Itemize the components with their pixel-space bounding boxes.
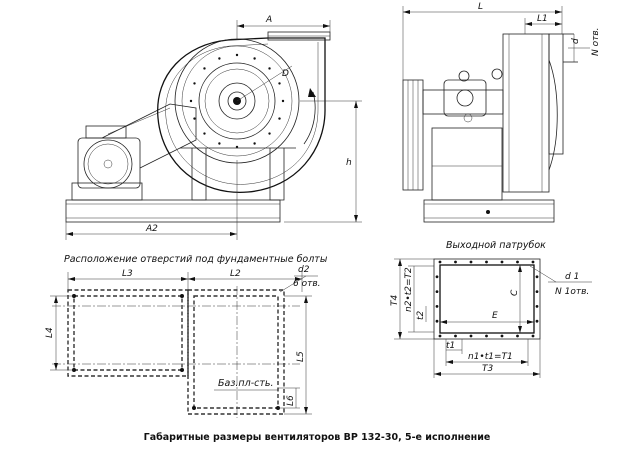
- flange-hole: [500, 334, 504, 338]
- flange-hole: [435, 275, 439, 279]
- side-view: L L1 d N отв.: [402, 2, 601, 223]
- flange-hole: [454, 334, 457, 338]
- dim-T3: T3: [482, 364, 493, 374]
- outlet-opening: [439, 264, 535, 334]
- foundation-title: Расположение отверстий под фундаментные …: [64, 254, 328, 265]
- motor-end-circle: [83, 139, 133, 189]
- flange-hole: [516, 334, 519, 338]
- inlet-ring: [198, 62, 276, 140]
- foundation-view: Расположение отверстий под фундаментные …: [45, 254, 328, 418]
- dim-L: L: [478, 2, 483, 12]
- casing-bolt: [218, 142, 221, 145]
- outlet-view: Выходной патрубок E C T4 n2•t2=T2 t2 d 1…: [390, 240, 592, 378]
- dim-6-otv: 6 отв.: [293, 279, 321, 289]
- dim-D: D: [282, 69, 289, 79]
- front-view: D A h A2: [65, 15, 362, 240]
- casing-bolt: [268, 132, 271, 135]
- dim-d: d: [571, 38, 581, 44]
- flange-hole: [435, 290, 439, 293]
- dim-N1-otv: N 1отв.: [555, 287, 589, 297]
- dim-h: h: [346, 158, 352, 168]
- casing-bolt: [253, 57, 256, 60]
- casing-bolt: [281, 99, 285, 103]
- dim-L5: L5: [296, 351, 306, 362]
- casing-bolt: [189, 99, 193, 103]
- casing-bolt: [253, 142, 256, 145]
- casing-bolt: [193, 82, 196, 85]
- flange-hole: [535, 275, 539, 279]
- casing-bolts: [189, 53, 285, 149]
- flange-hole: [516, 260, 519, 264]
- dim-N-otv: N отв.: [591, 27, 601, 56]
- casing-bolt: [278, 82, 281, 85]
- dim-t2: t2: [416, 310, 426, 320]
- casing-bolt: [278, 117, 281, 120]
- motor-body: [77, 137, 141, 189]
- flange-hole: [435, 319, 439, 323]
- flange-hole: [469, 334, 473, 338]
- fan-support-right: [269, 148, 285, 201]
- flange-hole: [485, 334, 488, 338]
- flange-hole: [531, 334, 535, 338]
- dim-t1: t1: [446, 341, 455, 351]
- casing-bolt: [235, 53, 239, 57]
- dim-n2t2T2: n2•t2=T2: [404, 267, 414, 312]
- dim-d2: d2: [298, 265, 310, 275]
- dim-L2: L2: [230, 269, 241, 279]
- belt-guard: [101, 103, 197, 169]
- casing-bolt: [203, 67, 206, 70]
- flange-hole: [435, 305, 439, 308]
- base-plane-label: Баз.пл-сть.: [218, 378, 274, 389]
- dim-L3: L3: [122, 269, 133, 279]
- bearing-housing: [422, 89, 504, 115]
- flange-hole: [438, 334, 442, 338]
- dim-L6: L6: [286, 395, 296, 406]
- front-base-frame: [65, 199, 281, 223]
- fan-support-left: [191, 148, 207, 201]
- dim-T4: T4: [390, 295, 400, 306]
- flange-hole: [535, 305, 539, 308]
- dim-A2: A2: [145, 224, 158, 234]
- fan-frame-outline: [187, 289, 285, 415]
- casing-bolt: [218, 57, 221, 60]
- dim-C: C: [510, 289, 520, 296]
- flange-hole: [531, 260, 535, 264]
- flange-hole: [438, 260, 442, 264]
- flange-hole: [485, 260, 488, 264]
- motor-frame-outline: [67, 289, 189, 377]
- casing-bolt: [193, 117, 196, 120]
- flange-hole: [535, 319, 539, 323]
- fan-scroll-casing: [157, 37, 326, 193]
- outlet-flange-outer: [433, 258, 541, 340]
- side-motor-block: [431, 127, 503, 201]
- dim-L4: L4: [45, 327, 55, 338]
- outlet-title: Выходной патрубок: [446, 240, 546, 251]
- dim-n1t1T1: n1•t1=T1: [468, 352, 513, 362]
- flange-hole: [469, 260, 473, 264]
- outlet-bolt-holes: [435, 260, 539, 338]
- dim-L1: L1: [537, 14, 548, 24]
- flange-hole: [454, 260, 457, 264]
- side-outlet: [548, 33, 564, 155]
- casing-bolt: [268, 67, 271, 70]
- dim-d1: d 1: [565, 272, 579, 282]
- dim-A: A: [265, 15, 272, 25]
- figure-caption: Габаритные размеры вентиляторов ВР 132-3…: [144, 432, 491, 443]
- motor-pedestal: [71, 182, 143, 201]
- flange-hole: [535, 290, 539, 293]
- casing-bolt: [203, 132, 206, 135]
- flange-hole: [500, 260, 504, 264]
- dim-E: E: [492, 311, 498, 321]
